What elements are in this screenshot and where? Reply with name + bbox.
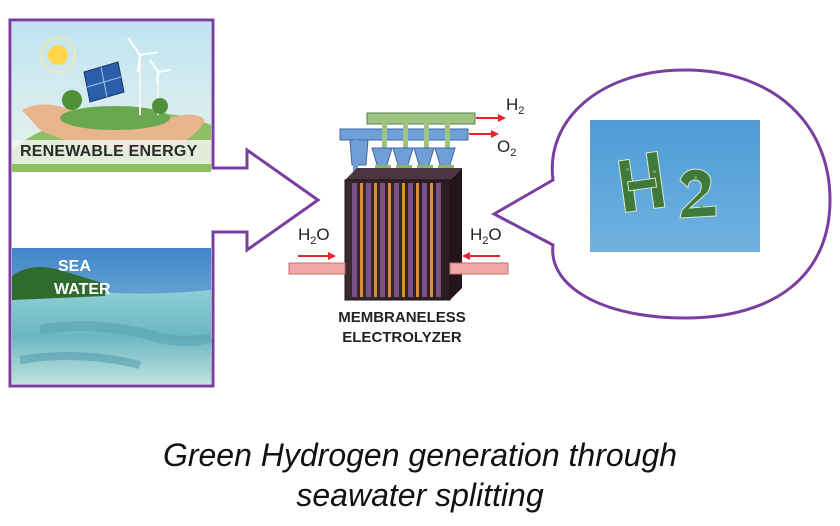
water-label: WATER <box>54 281 111 298</box>
sea-water-image <box>12 248 213 384</box>
diagram-canvas: H2 O2 H2O H2O <box>8 18 832 388</box>
electrolyzer-label-line1: MEMBRANELESS <box>338 309 466 326</box>
stack-plates <box>352 183 441 297</box>
electrolyzer-stack <box>288 168 509 301</box>
left-h2o-label: H2O <box>298 225 330 247</box>
caption-line1: Green Hydrogen generation through <box>162 437 678 473</box>
electrolyzer-label: MEMBRANELESS ELECTROLYZER <box>312 308 492 348</box>
h2-image <box>590 120 760 252</box>
renewable-energy-label: RENEWABLE ENERGY <box>20 143 198 160</box>
o2-label: O2 <box>497 137 516 159</box>
renewable-energy-image <box>12 22 211 172</box>
h2-label: H2 <box>506 95 524 117</box>
h2-output-arrow <box>476 114 506 122</box>
electrolyzer-label-line2: ELECTROLYZER <box>342 329 462 346</box>
right-h2o-label: H2O <box>470 225 502 247</box>
chemical-labels: H2 O2 H2O H2O <box>298 95 524 247</box>
flow-arrows <box>298 114 506 260</box>
electrolyzer-pipes <box>339 112 476 175</box>
sea-label: SEA <box>58 258 91 275</box>
right-h2o-input-arrow <box>462 252 500 260</box>
o2-output-arrow <box>469 130 499 138</box>
caption-line2: seawater splitting <box>296 477 544 513</box>
left-h2o-input-arrow <box>298 252 336 260</box>
